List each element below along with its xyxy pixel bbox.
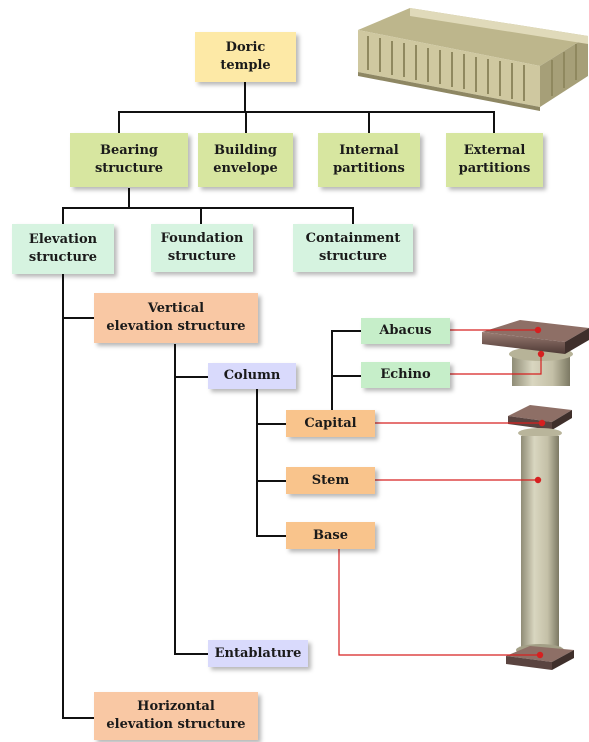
connector-level2-bar (62, 207, 354, 209)
node-echino: Echino (361, 362, 450, 388)
node-foundation-structure: Foundation structure (151, 224, 253, 272)
node-building-envelope: Building envelope (198, 133, 293, 187)
connector-stem (256, 480, 286, 482)
node-vertical-elevation-structure: Vertical elevation structure (94, 293, 258, 343)
connector-bearing (118, 111, 120, 133)
node-capital: Capital (286, 410, 375, 437)
temple-model-icon (358, 8, 588, 111)
node-internal-partitions: Internal partitions (318, 133, 420, 187)
red-pointer-dots (534, 326, 546, 659)
node-bearing-structure: Bearing structure (70, 133, 188, 187)
connector-internal (368, 111, 370, 133)
column-model-icon (506, 405, 574, 670)
node-containment-structure: Containment structure (293, 224, 413, 272)
connector-root-down (244, 82, 246, 112)
node-abacus: Abacus (361, 318, 450, 344)
connector-vertical-trunk (174, 344, 176, 654)
red-pointer-lines (338, 329, 542, 656)
connector-containment (352, 207, 354, 224)
node-column: Column (208, 363, 296, 389)
connector-envelope (245, 111, 247, 133)
connector-level1-bar (118, 111, 495, 113)
connector-abacus (331, 330, 361, 332)
connector-capital-trunk (331, 330, 333, 410)
node-doric-temple: Doric temple (195, 32, 296, 82)
connector-external (493, 111, 495, 133)
connector-column-trunk (256, 389, 258, 537)
connector-horizontal (62, 717, 94, 719)
node-base: Base (286, 522, 375, 549)
connector-base (256, 535, 286, 537)
connector-bearing-down (128, 188, 130, 208)
node-stem: Stem (286, 467, 375, 494)
connector-column (174, 376, 208, 378)
connector-foundation (200, 207, 202, 224)
node-entablature: Entablature (208, 640, 308, 667)
node-external-partitions: External partitions (446, 133, 543, 187)
connector-entablature (174, 653, 208, 655)
connector-capital (256, 423, 286, 425)
connector-echino (331, 375, 361, 377)
node-elevation-structure: Elevation structure (12, 224, 114, 274)
connector-elevation (62, 207, 64, 224)
connector-elevation-trunk (62, 274, 64, 719)
connector-vertical (62, 317, 94, 319)
node-horizontal-elevation-structure: Horizontal elevation structure (94, 692, 258, 740)
